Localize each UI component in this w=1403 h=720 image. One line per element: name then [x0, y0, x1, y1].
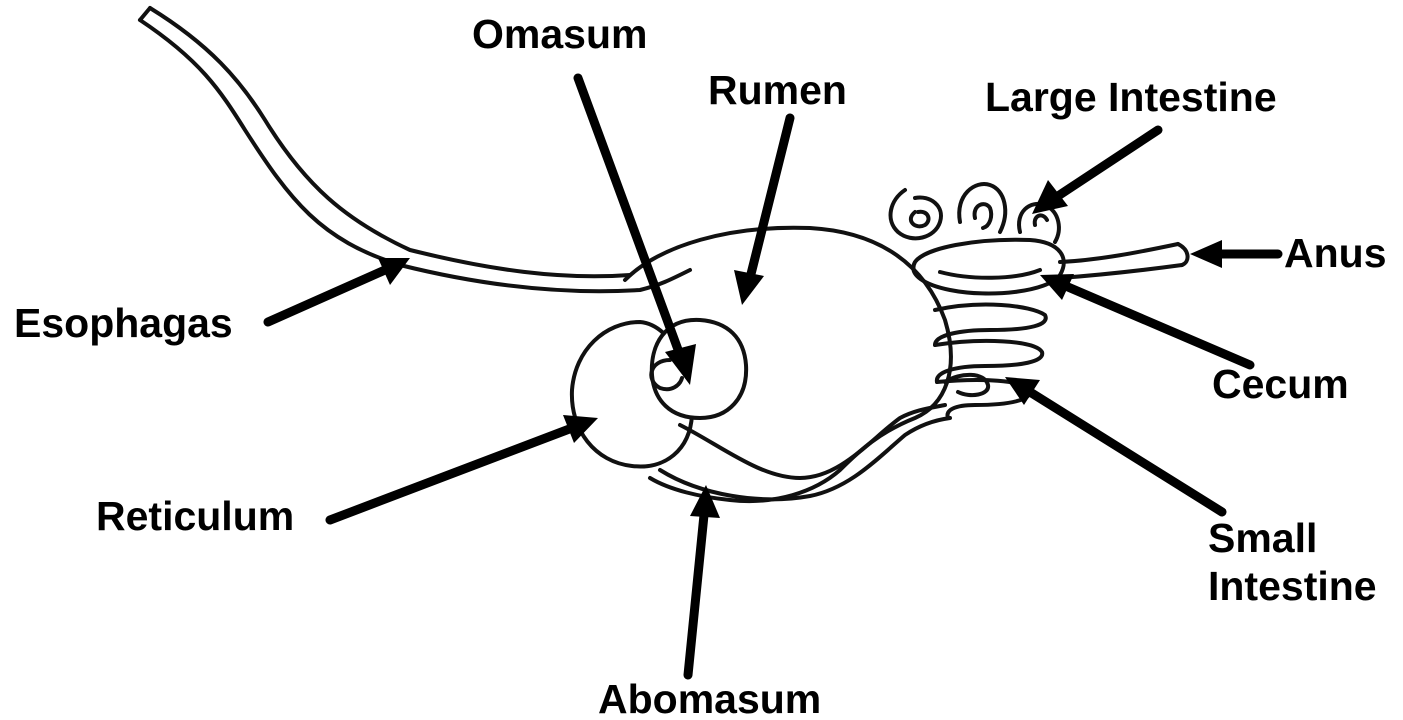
label-reticulum: Reticulum: [96, 493, 294, 539]
label-small-intestine-line1: Small: [1208, 515, 1317, 561]
label-abomasum: Abomasum: [598, 676, 821, 720]
label-large-intestine: Large Intestine: [985, 74, 1277, 120]
arrow-rumen: [734, 118, 790, 305]
arrow-anus: [1190, 240, 1278, 268]
omasum-outline: [652, 320, 746, 418]
arrow-esophagus: [268, 258, 410, 322]
arrow-cecum: [1040, 274, 1250, 365]
arrow-reticulum: [330, 415, 598, 520]
cecum-inner: [940, 270, 1040, 278]
cecum-outline: [913, 240, 1063, 294]
rectum-tube: [1060, 244, 1188, 278]
arrow-small-intestine: [1005, 377, 1222, 512]
arrow-abomasum: [688, 485, 720, 675]
label-omasum: Omasum: [472, 11, 647, 57]
label-anus: Anus: [1284, 230, 1387, 276]
label-cecum: Cecum: [1212, 361, 1349, 407]
label-esophagus: Esophagas: [14, 300, 233, 346]
label-small-intestine-line2: Intestine: [1208, 563, 1377, 609]
label-rumen: Rumen: [708, 67, 847, 113]
arrow-large-intestine: [1032, 130, 1158, 214]
